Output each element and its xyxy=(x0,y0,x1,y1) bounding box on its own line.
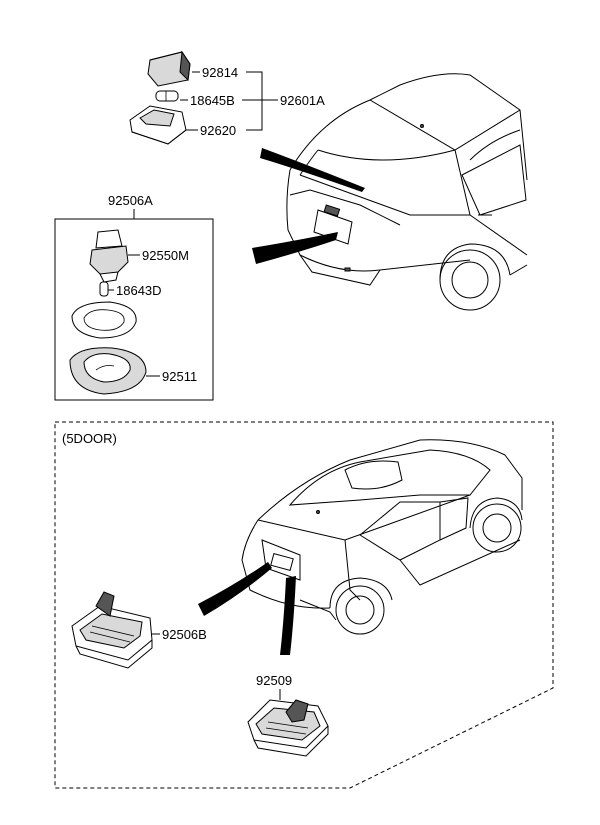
callout-92506A: 92506A xyxy=(108,193,153,208)
gasket-part xyxy=(71,301,137,339)
pointer-arrow-top xyxy=(260,148,365,192)
housing-part-92620 xyxy=(129,105,187,145)
lens-part-92511 xyxy=(69,347,147,395)
callout-18643D: 18643D xyxy=(116,283,162,298)
callout-92620: 92620 xyxy=(200,123,236,138)
pointer-arrow-lamp xyxy=(280,576,296,655)
section-label-5door: (5DOOR) xyxy=(62,431,117,446)
bulb-part-18645B xyxy=(155,90,179,102)
socket-part-92550M xyxy=(89,229,129,283)
callout-18645B: 18645B xyxy=(190,93,235,108)
box-92506A xyxy=(54,218,214,401)
hatchback-rear-view xyxy=(241,439,523,635)
callout-92506B: 92506B xyxy=(162,627,207,642)
bracket-92601A xyxy=(242,71,278,131)
callout-92601A: 92601A xyxy=(280,93,325,108)
lamp-part-92506B xyxy=(71,591,153,669)
5door-section-frame xyxy=(54,421,554,789)
bulb-part-18643D xyxy=(99,281,109,297)
lamp-part-92509 xyxy=(247,699,329,757)
cap-part-92814 xyxy=(147,50,191,87)
callout-92511: 92511 xyxy=(162,369,197,384)
callout-92814: 92814 xyxy=(202,65,238,80)
callout-92550M: 92550M xyxy=(142,248,189,263)
pointer-arrow-lamp-b xyxy=(198,562,272,616)
callout-92509: 92509 xyxy=(256,673,292,688)
sedan-rear-view xyxy=(286,73,528,311)
pointer-arrow-plate xyxy=(252,232,338,264)
